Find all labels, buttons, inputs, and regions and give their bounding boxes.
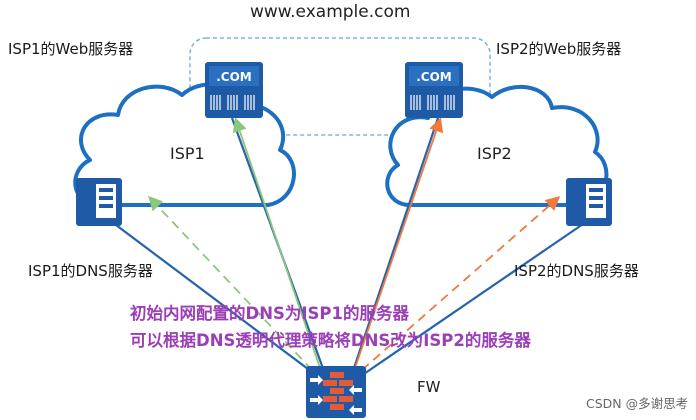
isp1-cloud-label: ISP1 [170, 144, 205, 163]
orange-dashed-to-isp2-dns [361, 196, 561, 371]
domain-group-box [189, 37, 491, 136]
watermark: CSDN @多谢思考 [586, 396, 689, 411]
annotation-line-1: 初始内网配置的DNS为ISP1的服务器 [130, 304, 409, 323]
firewall-icon [306, 366, 366, 418]
isp1-dns-server-icon [76, 178, 122, 226]
link-fw-isp2-web [350, 117, 440, 375]
link-fw-isp1-dns [111, 221, 321, 379]
isp1-dns-label: ISP1的DNS服务器 [28, 262, 153, 280]
isp1-web-server-icon: .COM [205, 62, 263, 118]
isp2-dns-server-icon [566, 178, 612, 226]
green-paths [148, 117, 321, 371]
isp2-web-label: ISP2的Web服务器 [496, 40, 622, 58]
fw-label: FW [417, 378, 441, 396]
green-to-isp1-web [232, 117, 321, 369]
annotation-line-2: 可以根据DNS透明代理策略将DNS改为ISP2的服务器 [130, 331, 531, 350]
link-fw-isp2-dns [357, 221, 587, 379]
green-dashed-to-isp1-dns [148, 195, 313, 371]
domain-label: www.example.com [250, 2, 411, 22]
svg-text:.COM: .COM [416, 70, 452, 84]
svg-text:.COM: .COM [216, 70, 252, 84]
orange-to-isp2-web [354, 117, 444, 369]
isp2-cloud-label: ISP2 [477, 144, 512, 163]
isp2-web-server-icon: .COM [405, 62, 463, 118]
isp2-dns-label: ISP2的DNS服务器 [514, 262, 639, 280]
orange-paths [354, 117, 561, 371]
isp1-web-label: ISP1的Web服务器 [8, 40, 134, 58]
